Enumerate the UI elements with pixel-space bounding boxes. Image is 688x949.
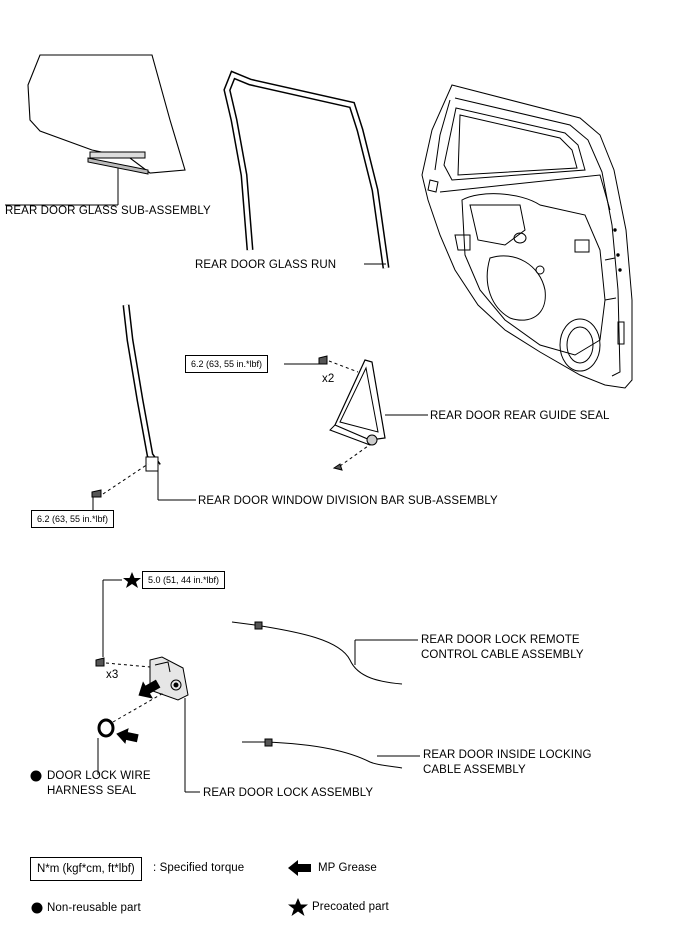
label-rear-door-glass: REAR DOOR GLASS SUB-ASSEMBLY — [5, 205, 211, 217]
rear-door-lock — [95, 579, 200, 793]
star-icon — [288, 898, 308, 916]
qty-guide-seal-screws: x2 — [322, 373, 335, 385]
label-remote-cable-line2: CONTROL CABLE ASSEMBLY — [421, 649, 584, 661]
inside-locking-cable — [242, 738, 420, 769]
filled-circle-icon — [30, 770, 42, 782]
star-icon — [123, 572, 141, 588]
rear-door-glass-run — [223, 70, 390, 269]
label-rear-guide-seal: REAR DOOR REAR GUIDE SEAL — [430, 410, 610, 422]
legend-non-reusable-text: Non-reusable part — [47, 902, 141, 914]
label-inside-cable: REAR DOOR INSIDE LOCKING CABLE ASSEMBLY — [423, 748, 592, 778]
label-inside-cable-line2: CABLE ASSEMBLY — [423, 764, 526, 776]
legend-grease-text: MP Grease — [318, 862, 377, 874]
legend-torque-text: : Specified torque — [153, 862, 245, 874]
lock-remote-cable — [231, 621, 418, 685]
legend-torque-box: N*m (kgf*cm, ft*lbf) — [30, 857, 142, 881]
filled-circle-icon — [31, 902, 43, 914]
label-remote-cable-line1: REAR DOOR LOCK REMOTE — [421, 634, 580, 646]
label-lock-assembly: REAR DOOR LOCK ASSEMBLY — [203, 787, 374, 799]
label-wire-seal-line2: HARNESS SEAL — [47, 785, 137, 797]
label-wire-harness-seal: DOOR LOCK WIRE HARNESS SEAL — [47, 769, 151, 799]
arrow-left-icon — [138, 679, 161, 699]
torque-lock: 5.0 (51, 44 in.*lbf) — [142, 571, 226, 589]
arrow-left-icon — [288, 860, 311, 876]
torque-division-bar: 6.2 (63, 55 in.*lbf) — [31, 510, 115, 528]
label-remote-cable: REAR DOOR LOCK REMOTE CONTROL CABLE ASSE… — [421, 633, 584, 663]
label-inside-cable-line1: REAR DOOR INSIDE LOCKING — [423, 749, 592, 761]
rear-door-panel — [421, 84, 633, 389]
qty-lock-screws: x3 — [106, 669, 119, 681]
arrow-left-icon — [116, 728, 139, 744]
rear-guide-seal — [284, 355, 428, 471]
label-glass-run: REAR DOOR GLASS RUN — [195, 259, 337, 271]
label-wire-seal-line1: DOOR LOCK WIRE — [47, 770, 151, 782]
window-division-bar — [91, 304, 196, 510]
rear-door-glass — [5, 54, 186, 206]
legend-precoated-text: Precoated part — [312, 901, 389, 913]
torque-guide-seal: 6.2 (63, 55 in.*lbf) — [185, 355, 269, 373]
label-division-bar: REAR DOOR WINDOW DIVISION BAR SUB-ASSEMB… — [198, 495, 498, 507]
